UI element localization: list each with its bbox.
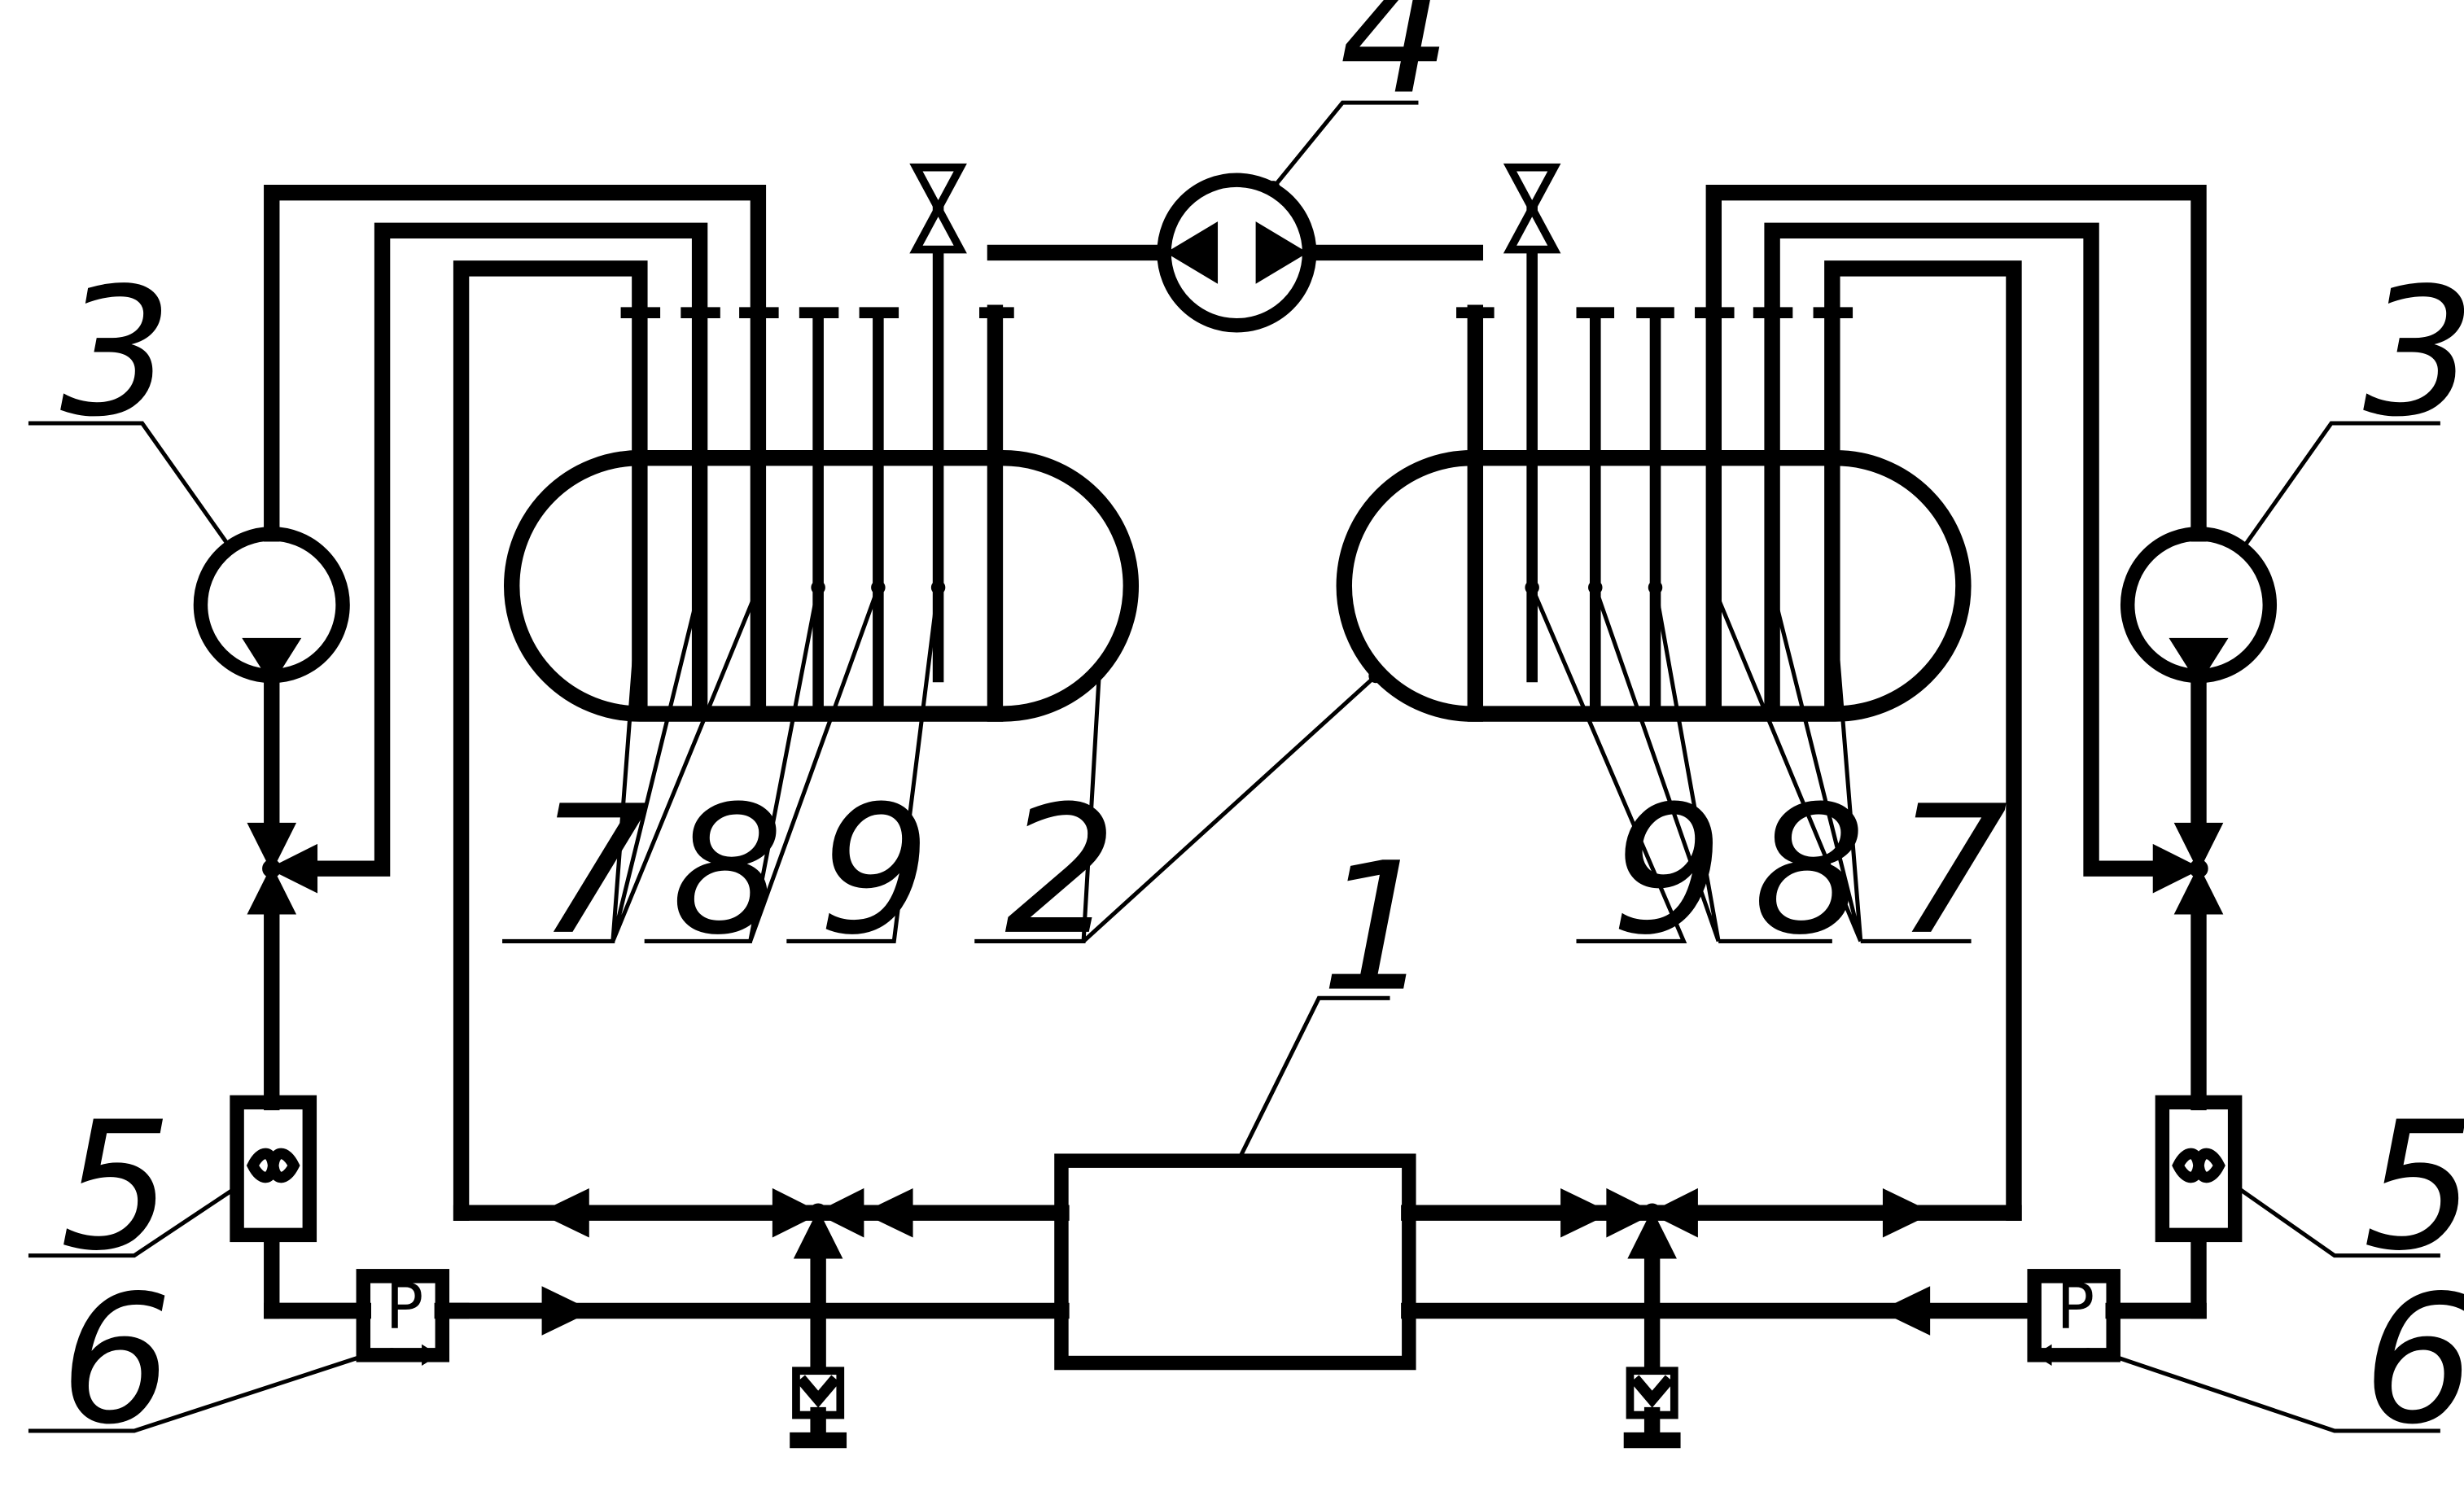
label-5-right: 5	[2363, 1084, 2464, 1290]
label-3-left: 3	[60, 250, 173, 456]
flow-meter-left-symbol	[246, 1148, 300, 1183]
vent-valve-left	[909, 163, 967, 254]
vent-valve-right	[1503, 163, 1561, 254]
right-bypass-line	[1764, 222, 2163, 877]
label-3-right: 3	[2363, 250, 2464, 456]
flow-arrow-left-outlet	[538, 1187, 589, 1238]
flow-arrow-right-inner	[1560, 1187, 1612, 1238]
flow-arrow-left-return	[541, 1286, 593, 1336]
three-way-valve-left-bottom	[772, 1187, 864, 1449]
label-6-left: 6	[60, 1257, 173, 1463]
pump-3-left-arrow	[242, 637, 302, 685]
label-5-left: 5	[60, 1084, 173, 1290]
left-tank-equalize-line	[987, 244, 1169, 722]
three-way-valve-right-bottom	[1606, 1187, 1698, 1449]
three-way-valve-left-pump	[247, 822, 318, 915]
label-8-right: 8	[1753, 768, 1866, 974]
probe-dots-right	[1368, 580, 1840, 684]
flow-arrow-right-return	[1879, 1286, 1931, 1336]
unit-1-block	[1054, 1153, 1416, 1371]
label-9-right: 9	[1611, 768, 1723, 974]
right-loop-line	[1824, 260, 2022, 1221]
pressure-sensor-left-letter: P	[385, 1271, 423, 1344]
pump-4-right-arrow	[1255, 221, 1308, 284]
label-8-left: 8	[672, 768, 784, 974]
pressure-sensor-right-letter: P	[2056, 1271, 2094, 1344]
flow-arrow-right-outlet	[1882, 1187, 1934, 1238]
flow-arrow-left-inner	[861, 1187, 913, 1238]
label-6-right: 6	[2363, 1257, 2464, 1463]
label-4: 4	[1339, 0, 1451, 134]
right-tank-equalize-line	[1302, 244, 1484, 722]
left-loop-line	[453, 260, 648, 1221]
pump-3-right-arrow	[2169, 637, 2229, 685]
tank-2-right	[1336, 450, 1972, 722]
label-2: 2	[1004, 768, 1117, 974]
label-7-left: 7	[537, 768, 650, 974]
pump-4-left-arrow	[1166, 221, 1219, 284]
label-1: 1	[1320, 825, 1433, 1031]
leader-lines	[28, 100, 2440, 1433]
left-bypass-line	[308, 222, 708, 877]
flow-meter-right-symbol	[2172, 1148, 2225, 1183]
label-7-right: 7	[1895, 768, 2007, 974]
probes-8-left	[812, 313, 884, 715]
probes-8-right	[1589, 313, 1661, 715]
three-way-valve-right-pump	[2152, 822, 2224, 915]
pump-4	[1157, 173, 1317, 333]
label-9-left: 9	[818, 768, 930, 974]
